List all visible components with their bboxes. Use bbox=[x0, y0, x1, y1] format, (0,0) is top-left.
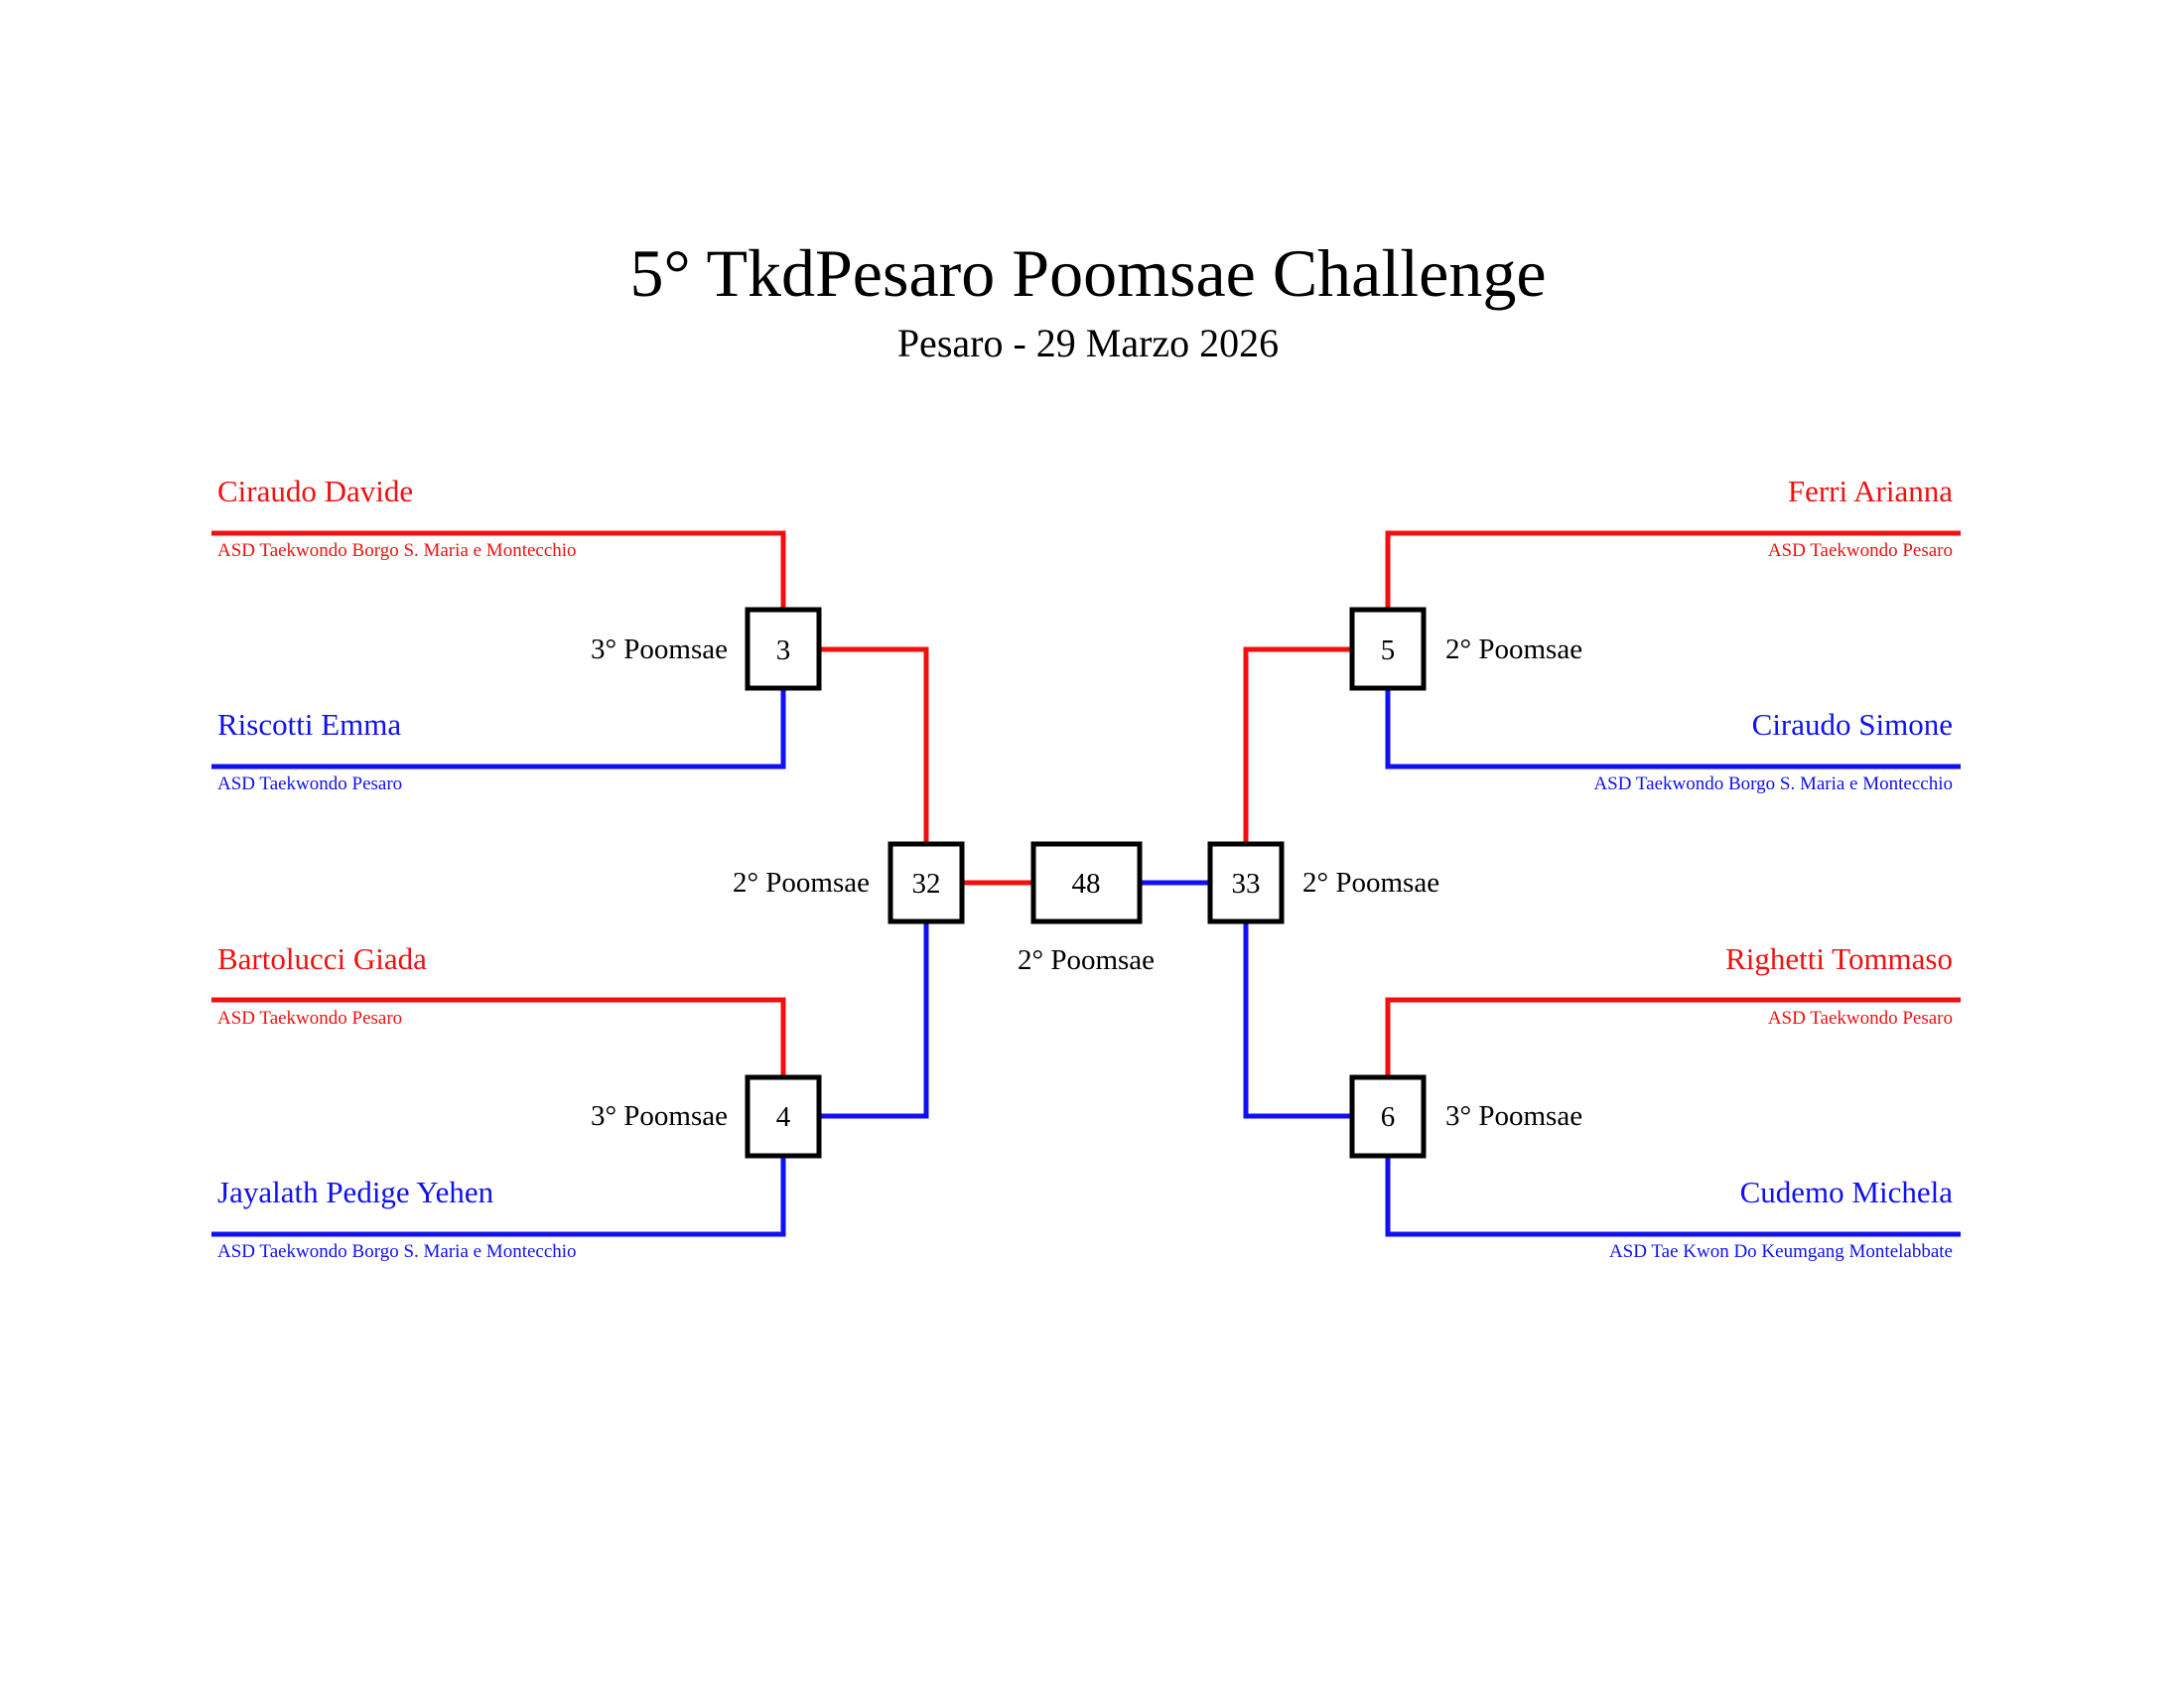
athlete-name: Ferri Arianna bbox=[1788, 474, 1953, 508]
match-number: 48 bbox=[1072, 868, 1101, 900]
athlete-name: Bartolucci Giada bbox=[217, 941, 427, 976]
line-m4-m32 bbox=[820, 921, 929, 1119]
line-m6-m33 bbox=[1243, 921, 1351, 1119]
athlete-club: ASD Taekwondo Pesaro bbox=[217, 1008, 402, 1029]
match-box-33[interactable]: 33 bbox=[1207, 841, 1285, 924]
match-number: 33 bbox=[1232, 868, 1261, 900]
line-left-top-red bbox=[211, 530, 786, 610]
match-box-4[interactable]: 4 bbox=[745, 1074, 822, 1159]
line-left-top-blue bbox=[211, 689, 786, 770]
match-poomsae-label: 3° Poomsae bbox=[591, 1100, 728, 1132]
line-right-bottom-blue bbox=[1385, 1156, 1961, 1237]
line-right-top-red bbox=[1385, 530, 1961, 610]
athlete-name: Ciraudo Simone bbox=[1752, 707, 1953, 742]
line-left-bottom-blue bbox=[211, 1156, 786, 1237]
match-number: 5 bbox=[1381, 634, 1396, 666]
line-left-bottom-red bbox=[211, 997, 786, 1076]
match-poomsae-label: 2° Poomsae bbox=[1445, 633, 1582, 665]
match-poomsae-label: 2° Poomsae bbox=[1302, 867, 1439, 899]
match-box-3[interactable]: 3 bbox=[745, 607, 822, 691]
line-m3-m32 bbox=[820, 646, 929, 843]
athlete-club: ASD Taekwondo Pesaro bbox=[1768, 540, 1953, 561]
match-box-6[interactable]: 6 bbox=[1349, 1074, 1427, 1159]
match-box-5[interactable]: 5 bbox=[1349, 607, 1427, 691]
match-number: 6 bbox=[1381, 1101, 1396, 1133]
athlete-club: ASD Taekwondo Borgo S. Maria e Montecchi… bbox=[217, 540, 577, 561]
bracket-lines bbox=[211, 530, 1961, 1237]
athlete-name: Cudemo Michela bbox=[1740, 1175, 1954, 1209]
athlete-club: ASD Taekwondo Pesaro bbox=[217, 774, 402, 794]
athlete-club: ASD Taekwondo Borgo S. Maria e Montecchi… bbox=[1593, 774, 1953, 794]
match-number: 3 bbox=[776, 634, 791, 666]
match-box-32[interactable]: 32 bbox=[887, 841, 965, 924]
athlete-club: ASD Tae Kwon Do Keumgang Montelabbate bbox=[1609, 1241, 1953, 1262]
page-subtitle: Pesaro - 29 Marzo 2026 bbox=[897, 321, 1279, 365]
match-poomsae-label: 3° Poomsae bbox=[591, 633, 728, 665]
athlete-club: ASD Taekwondo Pesaro bbox=[1768, 1008, 1953, 1029]
match-box-48[interactable]: 48 bbox=[1030, 841, 1143, 924]
athlete-name: Righetti Tommaso bbox=[1725, 941, 1953, 976]
match-poomsae-label: 3° Poomsae bbox=[1445, 1100, 1582, 1132]
match-poomsae-label: 2° Poomsae bbox=[1018, 944, 1155, 976]
page-title: 5° TkdPesaro Poomsae Challenge bbox=[629, 235, 1546, 311]
match-poomsae-label: 2° Poomsae bbox=[733, 867, 870, 899]
match-number: 4 bbox=[776, 1101, 791, 1133]
athlete-name: Riscotti Emma bbox=[217, 707, 401, 742]
athlete-club: ASD Taekwondo Borgo S. Maria e Montecchi… bbox=[217, 1241, 577, 1262]
match-number: 32 bbox=[912, 868, 941, 900]
line-m5-m33 bbox=[1243, 646, 1351, 843]
athlete-name: Ciraudo Davide bbox=[217, 474, 413, 508]
line-right-bottom-red bbox=[1385, 997, 1961, 1076]
athlete-name: Jayalath Pedige Yehen bbox=[217, 1175, 494, 1209]
line-right-top-blue bbox=[1385, 689, 1961, 770]
